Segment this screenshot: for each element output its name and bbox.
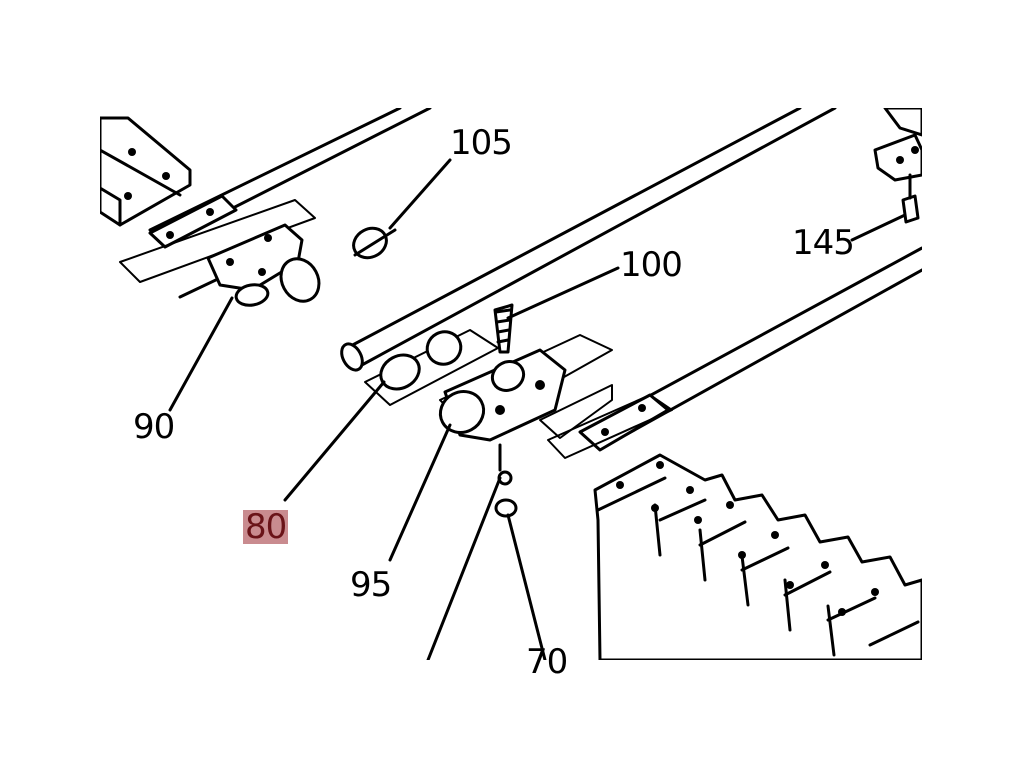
leader-80 xyxy=(283,380,386,502)
upper-clamp-assembly xyxy=(119,194,397,307)
leader-95 xyxy=(388,423,452,562)
leader-lines xyxy=(168,158,907,660)
toothed-rack xyxy=(593,453,922,660)
leader-90 xyxy=(168,296,234,412)
leader-bottom-left xyxy=(426,476,502,660)
leader-145 xyxy=(850,213,907,242)
callout-100: 100 xyxy=(620,245,683,285)
leader-105 xyxy=(388,158,452,230)
callout-90: 90 xyxy=(133,407,175,447)
callout-95: 95 xyxy=(350,565,392,605)
leader-70 xyxy=(506,513,547,660)
top-right-bracket xyxy=(873,108,922,224)
callout-145: 145 xyxy=(792,223,855,263)
upper-left-plate xyxy=(100,116,192,227)
right-rail xyxy=(547,246,922,459)
callout-105: 105 xyxy=(450,123,513,163)
callout-70: 70 xyxy=(526,642,568,682)
leader-100 xyxy=(506,266,620,320)
callout-80-highlighted: 80 xyxy=(243,507,289,547)
center-clamp-assembly xyxy=(364,303,613,518)
